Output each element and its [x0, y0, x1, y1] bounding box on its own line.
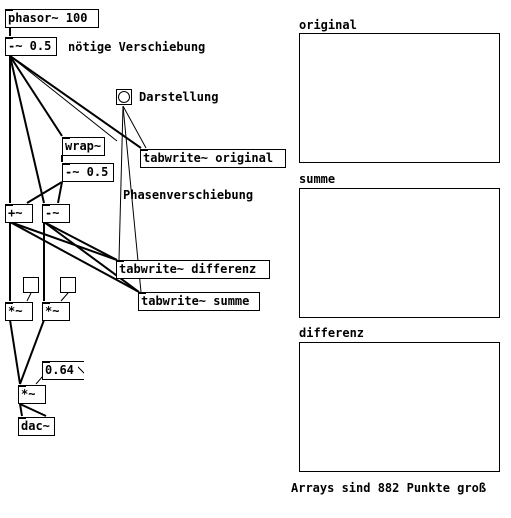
tabwrite-differenz-object[interactable]: tabwrite~ differenz — [116, 260, 270, 279]
array-differenz[interactable] — [299, 342, 500, 472]
array-label-original: original — [299, 18, 357, 32]
bang-circle-icon — [118, 91, 130, 103]
volume-number-box[interactable]: 0.64 — [42, 361, 84, 380]
multiply-left-object[interactable]: *~ — [5, 302, 33, 321]
array-size-comment: Arrays sind 882 Punkte groß — [291, 481, 487, 495]
array-label-summe: summe — [299, 172, 336, 186]
left-channel-toggle[interactable] — [23, 277, 39, 293]
tabwrite-summe-object[interactable]: tabwrite~ summe — [138, 292, 260, 311]
minus-offset-object[interactable]: -~ 0.5 — [5, 37, 57, 56]
subtract-signal-object[interactable]: -~ — [42, 204, 70, 223]
right-channel-toggle[interactable] — [60, 277, 76, 293]
wrap-object[interactable]: wrap~ — [62, 137, 105, 156]
array-original[interactable] — [299, 33, 500, 163]
array-label-differenz: differenz — [299, 326, 365, 340]
display-bang[interactable] — [116, 89, 132, 105]
dac-object[interactable]: dac~ — [18, 417, 55, 436]
shift-needed-comment: nötige Verschiebung — [68, 40, 206, 54]
multiply-right-object[interactable]: *~ — [42, 302, 70, 321]
patch-cords — [9, 27, 147, 417]
tabwrite-original-object[interactable]: tabwrite~ original — [140, 149, 286, 168]
display-comment: Darstellung — [139, 90, 219, 104]
array-summe[interactable] — [299, 188, 500, 318]
phase-shift-comment: Phasenverschiebung — [123, 188, 254, 202]
multiply-volume-object[interactable]: *~ — [18, 385, 46, 404]
phasor-object[interactable]: phasor~ 100 — [5, 9, 99, 28]
add-signal-object[interactable]: +~ — [5, 204, 33, 223]
minus-offset-object-2[interactable]: -~ 0.5 — [62, 163, 114, 182]
